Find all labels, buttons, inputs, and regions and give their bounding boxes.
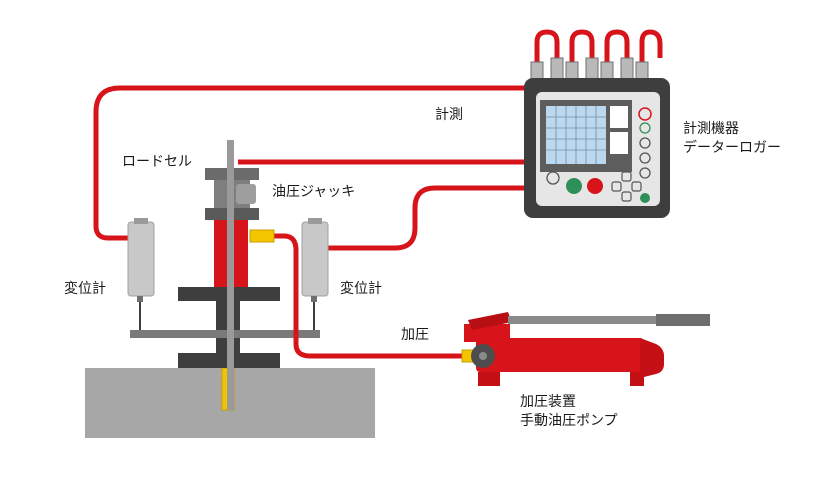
label-hydraulic-jack: 油圧ジャッキ (272, 184, 356, 200)
label-displacement-right: 変位計 (340, 281, 382, 297)
displacement-gauge-right (301, 218, 329, 330)
jack-fitting (249, 229, 275, 243)
displacement-gauge-left (127, 218, 155, 330)
red-button (587, 178, 603, 194)
label-instrument: 計測機器 データーロガー (683, 120, 781, 158)
green-button (566, 178, 582, 194)
reference-beam (130, 330, 320, 338)
cable-measurement-right (328, 185, 526, 251)
logger-connectors (530, 57, 649, 81)
power-button (638, 107, 652, 121)
logger-screen-grid (546, 106, 606, 164)
hydraulic-hose (272, 233, 462, 359)
label-measurement: 計測 (435, 107, 463, 123)
dpad-icon (611, 171, 642, 202)
hand-pump (461, 312, 710, 386)
test-rod (227, 140, 234, 410)
label-instrument-line1: 計測機器 (683, 121, 739, 137)
data-logger (524, 78, 670, 218)
label-pump: 加圧装置 手動油圧ポンプ (520, 393, 618, 431)
label-load-cell: ロードセル (122, 154, 192, 170)
logger-top-cables (534, 29, 663, 80)
cable-measurement-left (93, 85, 526, 241)
label-pump-line2: 手動油圧ポンプ (520, 412, 618, 429)
label-pressurize: 加圧 (401, 327, 429, 343)
label-instrument-line2: データーロガー (683, 139, 781, 156)
label-displacement-left: 変位計 (64, 281, 106, 297)
pump-handle (508, 316, 660, 324)
label-pump-line1: 加圧装置 (520, 394, 576, 410)
